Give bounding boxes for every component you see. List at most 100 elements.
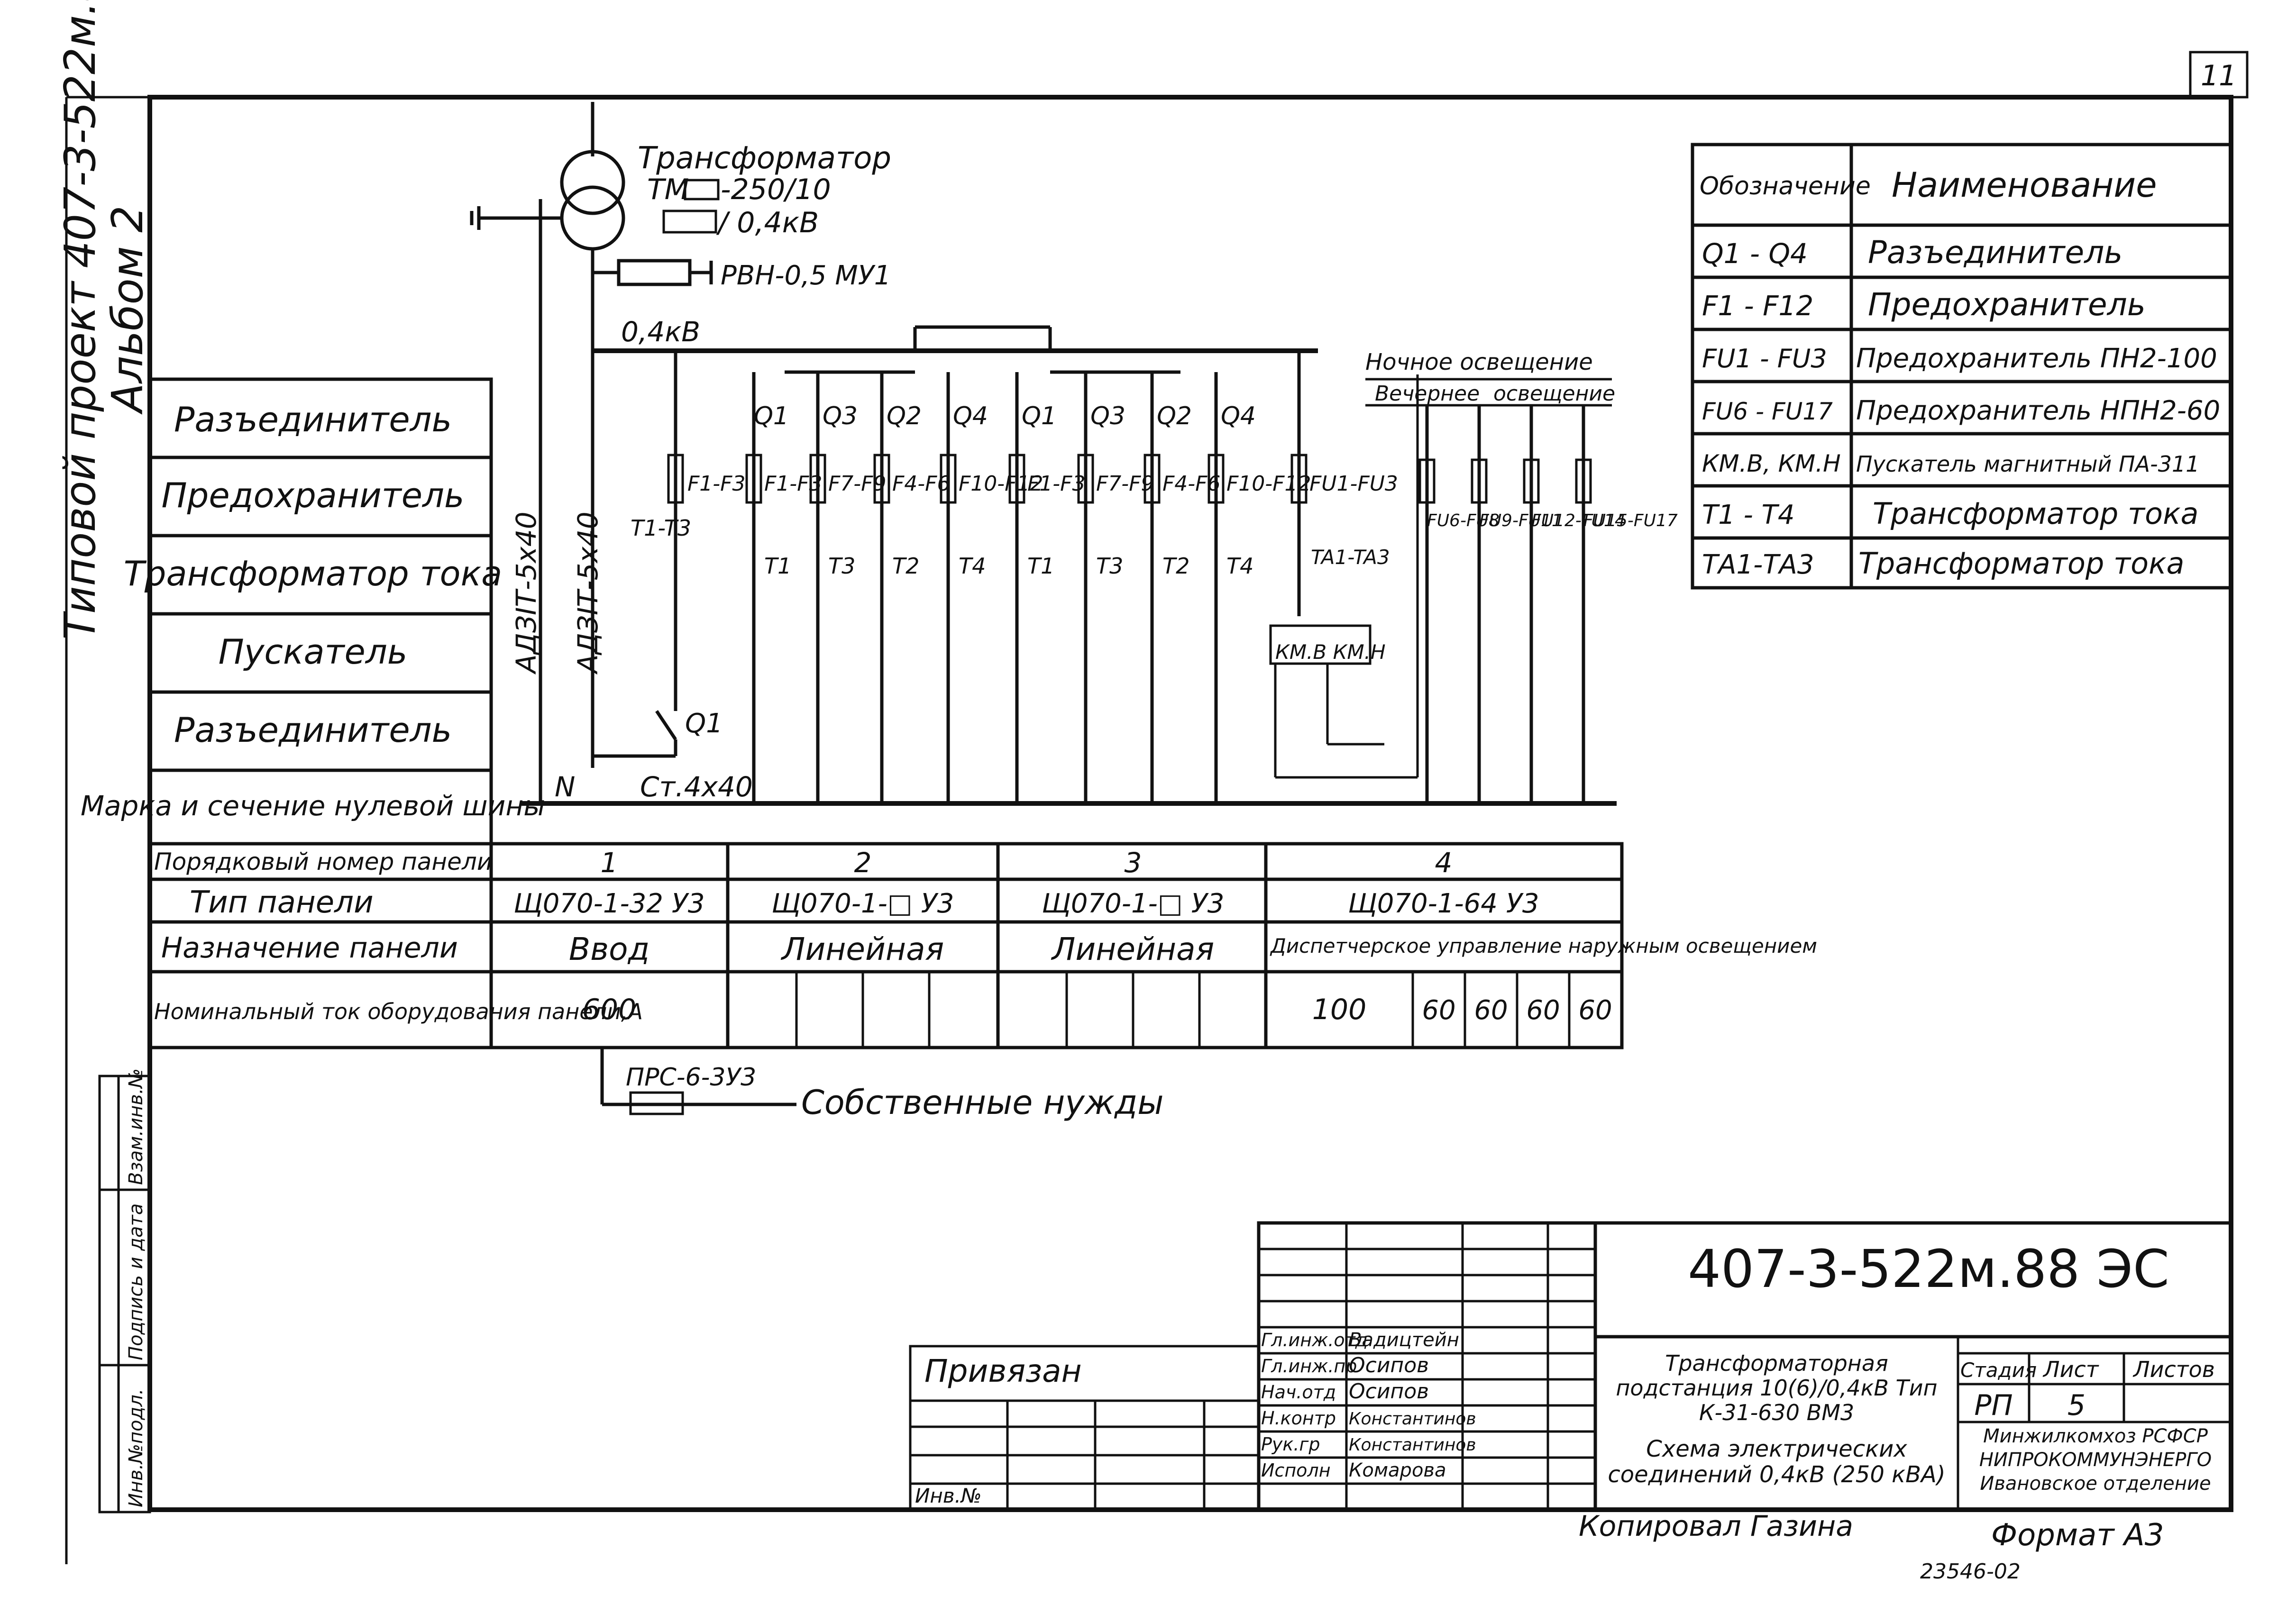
legend-code: F1 - F12 xyxy=(1702,290,1813,322)
stamp-title: Трансформаторная подстанция 10(6)/0,4кВ … xyxy=(1616,1351,1938,1425)
margin-stamp xyxy=(98,1075,151,1514)
input-disconnector xyxy=(593,351,677,758)
legend-code: T1 - T4 xyxy=(1702,500,1794,530)
fuse-label: F1-F3 xyxy=(687,472,745,496)
format-label: Формат А3 xyxy=(1991,1518,2164,1553)
margin-replace: Взам.инв.№ xyxy=(125,1068,147,1185)
legend-name: Пускатель магнитный ПА-311 xyxy=(1856,451,2200,477)
legend-name: Предохранитель НПН2-60 xyxy=(1856,395,2220,426)
sheet-number-box xyxy=(2189,51,2249,99)
stamp-name: Комарова xyxy=(1349,1459,1446,1481)
panel-number: 4 xyxy=(1435,847,1453,879)
row-labels-table: Разъединитель Предохранитель Трансформат… xyxy=(81,377,545,846)
stamp-role: Н.контр xyxy=(1261,1408,1336,1429)
panels-header-type: Тип панели xyxy=(190,885,374,920)
ct-label: T4 xyxy=(959,553,986,579)
starter-symbol xyxy=(1269,374,1419,779)
ct-label: T3 xyxy=(1096,553,1123,579)
panel-purpose: Диспетчерское управление наружным освеще… xyxy=(1270,934,1817,957)
panels-header-purpose: Назначение панели xyxy=(161,931,458,965)
stamp-title-box: Трансформаторная подстанция 10(6)/0,4кВ … xyxy=(1616,1351,1938,1425)
fuse-label: F10-F12 xyxy=(959,472,1043,496)
legend-name: Предохранитель xyxy=(1868,286,2146,323)
margin-inv: Инв.№подл. xyxy=(125,1388,147,1507)
panel-current: 100 xyxy=(1312,993,1367,1026)
group-bars xyxy=(785,325,1180,374)
fuse-label: FU1-FU3 xyxy=(1309,472,1398,496)
q-label: Q4 xyxy=(1221,402,1256,430)
legend-code: КМ.В, КМ.Н xyxy=(1702,450,1841,477)
stamp-name: Константинов xyxy=(1349,1435,1476,1455)
ct-label: T1 xyxy=(1027,553,1054,579)
q-label: Q1 xyxy=(1022,402,1057,430)
stamp-subtitle-box: Схема электрических соединений 0,4кВ (25… xyxy=(1608,1436,1946,1488)
inv-label: Инв.№ xyxy=(915,1484,982,1507)
ct-label: T4 xyxy=(1226,553,1253,579)
row-label-ct: Трансформатор тока xyxy=(124,554,502,593)
ct-label: T2 xyxy=(892,553,919,579)
row-label-disconnector: Разъединитель xyxy=(174,400,452,439)
aux-label: Собственные нужды xyxy=(801,1083,1164,1122)
stage-header: Стадия xyxy=(1960,1359,2037,1382)
panel-number: 3 xyxy=(1125,847,1142,879)
fuse-label: F1-F3 xyxy=(764,472,822,496)
stamp-role: Гл.инж.отд xyxy=(1261,1330,1368,1350)
legend-code: ТА1-ТА3 xyxy=(1702,549,1814,580)
lighting-columns xyxy=(1418,405,1592,806)
fuse-label: F4-F6 xyxy=(1162,472,1220,496)
fuse-label: F10-F12 xyxy=(1226,472,1311,496)
row-label-disconnector-2: Разъединитель xyxy=(174,710,452,750)
panel-number: 1 xyxy=(601,847,618,879)
panel-current: 60 xyxy=(1578,995,1612,1026)
legend-name: Предохранитель ПН2-100 xyxy=(1856,343,2217,374)
transformer-symbol xyxy=(470,102,625,801)
aux-feed xyxy=(600,1048,796,1115)
legend-table xyxy=(1691,143,2233,590)
q-label: Q1 xyxy=(754,402,789,430)
feeder-columns xyxy=(752,351,1301,806)
panel-current: 600 xyxy=(582,993,637,1026)
feeder-label-2: АДЗIТ-5х40 xyxy=(572,511,604,675)
stamp-role: Нач.отд xyxy=(1261,1382,1336,1403)
side-title: Типовой проект 407-3-522м.88 xyxy=(55,0,105,640)
ct-label: TA1-TA3 xyxy=(1311,546,1390,569)
feeder-label-1: АДЗIТ-5х40 xyxy=(510,511,542,675)
legend-code: Q1 - Q4 xyxy=(1702,237,1808,270)
sheet-header: Лист xyxy=(2042,1357,2099,1382)
panel-current: 60 xyxy=(1474,995,1508,1026)
sheet-number: 11 xyxy=(2201,59,2237,92)
ct-label: T1-T3 xyxy=(631,515,691,541)
q-label: Q2 xyxy=(1157,402,1192,430)
bus-voltage: 0,4кВ xyxy=(621,316,700,348)
stamp-role: Исполн xyxy=(1261,1460,1331,1481)
panel-number: 2 xyxy=(854,847,872,879)
stage-value: РП xyxy=(1974,1389,2012,1422)
aux-cable-label: ПРС-6-3У3 xyxy=(626,1063,756,1092)
transformer-type: ТМ xyxy=(647,173,689,206)
legend-code: FU6 - FU17 xyxy=(1702,398,1833,425)
panel-current: 60 xyxy=(1422,995,1455,1026)
q-label: Q4 xyxy=(953,402,988,430)
row-label-neutral-bus: Марка и сечение нулевой шины xyxy=(81,790,545,822)
stamp-name: Осипов xyxy=(1349,1379,1429,1404)
ct-label: T2 xyxy=(1162,553,1189,579)
q-label: Q3 xyxy=(823,402,858,430)
transformer-voltage: / 0,4кВ xyxy=(716,206,819,239)
panels-header-number: Порядковый номер панели xyxy=(154,848,492,875)
light-fuse-label: FU9-FU11 xyxy=(1479,511,1563,530)
surge-arrester xyxy=(593,259,713,286)
transformer-type-box xyxy=(684,179,720,201)
panel-type: Щ070-1-□ У3 xyxy=(772,888,954,919)
fuse-label: F7-F9 xyxy=(1096,472,1154,496)
legend-name: Разъединитель xyxy=(1868,234,2122,271)
org-box: Минжилкомхоз РСФСР НИПРОКОММУНЭНЕРГО Ива… xyxy=(1979,1425,2212,1495)
legend-header-code: Обозначение xyxy=(1700,172,1871,201)
light-fuse-label: FU6-FU8 xyxy=(1427,511,1500,530)
margin-sign: Подпись и дата xyxy=(125,1204,147,1360)
input-q-label: Q1 xyxy=(685,708,723,739)
starter-label: КМ.В КМ.Н xyxy=(1275,640,1386,664)
legend-header-name: Наименование xyxy=(1892,165,2157,205)
row-label-starter: Пускатель xyxy=(219,632,408,672)
stamp-subtitle: Схема электрических соединений 0,4кВ (25… xyxy=(1608,1436,1946,1488)
